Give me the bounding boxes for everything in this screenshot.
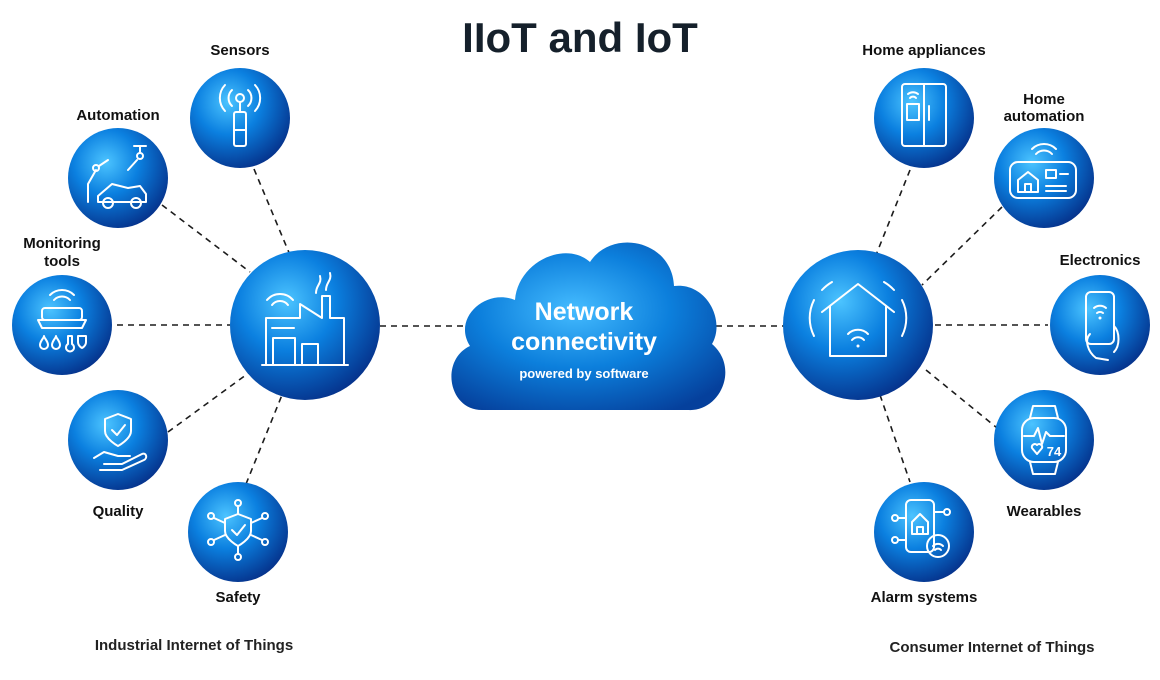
diagram-title: IIoT and IoT: [462, 14, 698, 61]
node-sensors: Sensors: [190, 42, 290, 168]
label-home-automation-line2: automation: [1004, 108, 1085, 125]
iot-footer: Consumer Internet of Things: [889, 639, 1094, 656]
label-monitoring: Monitoring: [23, 235, 100, 252]
node-electronics: Electronics: [1050, 252, 1150, 375]
smartwatch-icon: 74: [1021, 405, 1067, 475]
node-automation: Automation: [68, 107, 168, 228]
connector-home-automation: [921, 206, 1003, 286]
cloud-line-2: connectivity: [511, 328, 657, 356]
label-sensors: Sensors: [210, 42, 269, 59]
shield-hand-icon: [93, 413, 148, 471]
node-home-automation: Home automation: [994, 91, 1094, 228]
label-home-appliances: Home appliances: [862, 42, 985, 59]
label-safety: Safety: [215, 589, 261, 606]
node-safety: Safety: [188, 482, 288, 606]
connector-automation: [161, 204, 251, 273]
factory-wifi-icon: [261, 272, 349, 366]
connector-home-appliances: [875, 169, 911, 256]
smart-home-wifi-icon: [808, 281, 908, 357]
node-quality: Quality: [68, 390, 168, 520]
cloud-line-1: Network: [535, 298, 634, 326]
node-monitoring-tools: Monitoring tools: [12, 235, 112, 375]
label-home-automation: Home: [1023, 91, 1065, 108]
connectors: [117, 168, 1048, 485]
connector-safety: [245, 394, 283, 485]
label-monitoring-line2: tools: [44, 253, 80, 270]
connector-wearables: [925, 369, 1003, 433]
label-automation: Automation: [76, 107, 159, 124]
label-wearables: Wearables: [1007, 503, 1082, 520]
cloud-line-3: powered by software: [519, 366, 648, 381]
label-electronics: Electronics: [1060, 252, 1141, 269]
sensor-antenna-icon: [218, 84, 262, 147]
iot-hub: [783, 250, 933, 400]
iiot-hub: [230, 250, 380, 400]
robot-arm-car-icon: [87, 145, 147, 209]
alarm-phone-icon: [891, 499, 951, 558]
node-home-appliances: Home appliances: [862, 42, 986, 168]
connector-sensors: [253, 168, 291, 256]
connector-alarm: [879, 394, 911, 483]
iiot-footer: Industrial Internet of Things: [95, 637, 293, 654]
shield-network-icon: [207, 499, 269, 561]
monitoring-device-icon: [37, 289, 87, 353]
label-alarm-systems: Alarm systems: [871, 589, 978, 606]
control-panel-icon: [1009, 143, 1077, 199]
watch-value: 74: [1047, 444, 1062, 459]
smart-fridge-icon: [901, 83, 947, 147]
connector-quality: [167, 371, 251, 433]
label-quality: Quality: [93, 503, 145, 520]
node-wearables: 74 Wearables: [994, 390, 1094, 520]
network-cloud: Network connectivity powered by software: [451, 242, 726, 411]
smartphone-hand-icon: [1085, 291, 1120, 361]
node-alarm-systems: Alarm systems: [871, 482, 978, 606]
